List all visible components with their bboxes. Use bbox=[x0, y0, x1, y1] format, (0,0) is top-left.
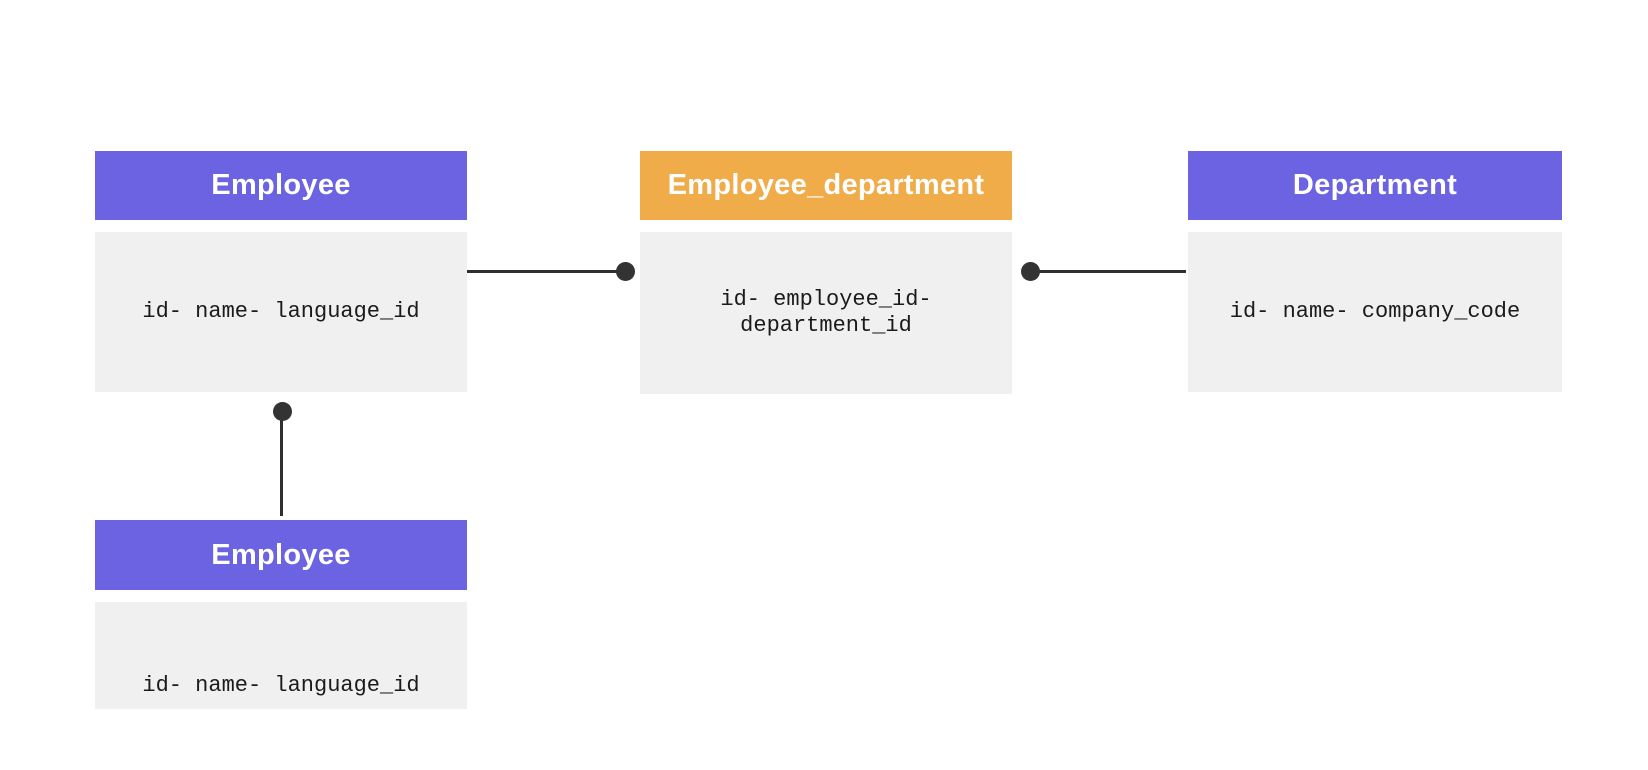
entity-fields: id- name- language_id bbox=[142, 673, 420, 698]
connector-employee-to-employee-department[interactable] bbox=[467, 270, 625, 273]
entity-employee-department[interactable]: Employee_department id- employee_id- dep… bbox=[640, 151, 1012, 394]
entity-employee-2[interactable]: Employee id- name- language_id bbox=[95, 520, 467, 709]
connector-employee-to-employee[interactable] bbox=[280, 411, 283, 516]
connector-endpoint-dot[interactable] bbox=[616, 262, 635, 281]
entity-body: id- name- company_code bbox=[1188, 232, 1562, 392]
entity-title: Employee_department bbox=[667, 169, 985, 201]
connector-employee-department-to-department[interactable] bbox=[1030, 270, 1186, 273]
entity-body: id- name- language_id bbox=[95, 232, 467, 392]
entity-fields: id- name- language_id bbox=[142, 299, 420, 324]
entity-fields: id- employee_id- department_id bbox=[720, 287, 932, 338]
entity-department[interactable]: Department id- name- company_code bbox=[1188, 151, 1562, 392]
entity-title: Department bbox=[1292, 169, 1458, 201]
connector-endpoint-dot[interactable] bbox=[273, 402, 292, 421]
entity-header: Employee_department bbox=[640, 151, 1012, 220]
entity-body: id- name- language_id bbox=[95, 602, 467, 709]
entity-header: Employee bbox=[95, 151, 467, 220]
entity-title: Employee bbox=[211, 169, 351, 201]
connector-endpoint-dot[interactable] bbox=[1021, 262, 1040, 281]
entity-employee[interactable]: Employee id- name- language_id bbox=[95, 151, 467, 392]
entity-header: Employee bbox=[95, 520, 467, 590]
entity-fields: id- name- company_code bbox=[1229, 299, 1521, 324]
entity-header: Department bbox=[1188, 151, 1562, 220]
entity-body: id- employee_id- department_id bbox=[640, 232, 1012, 394]
entity-title: Employee bbox=[211, 538, 351, 571]
